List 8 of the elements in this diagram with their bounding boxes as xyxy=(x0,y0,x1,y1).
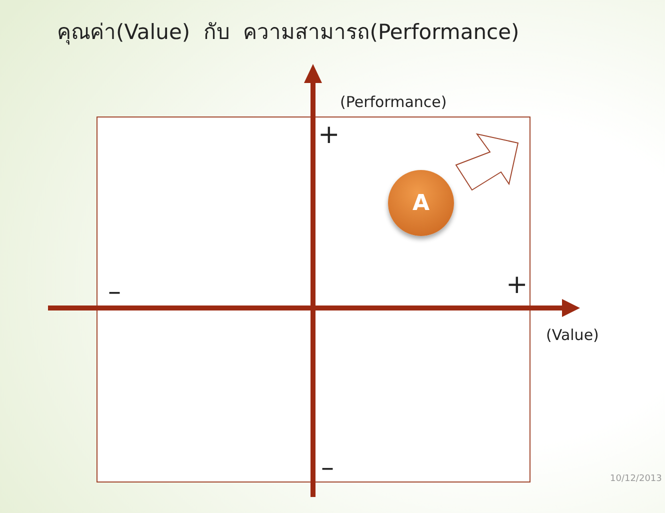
axis-label: (Value) xyxy=(546,328,599,343)
axis-label: (Performance) xyxy=(340,95,447,110)
minus-sign: – xyxy=(108,279,121,305)
plus-sign: + xyxy=(506,272,528,298)
plus-sign: + xyxy=(318,122,340,148)
date-label: 10/12/2013 xyxy=(610,475,662,484)
minus-sign: – xyxy=(321,455,334,481)
title: คุณค่า(Value) กับ ความสามารถ(Performance) xyxy=(57,22,520,43)
